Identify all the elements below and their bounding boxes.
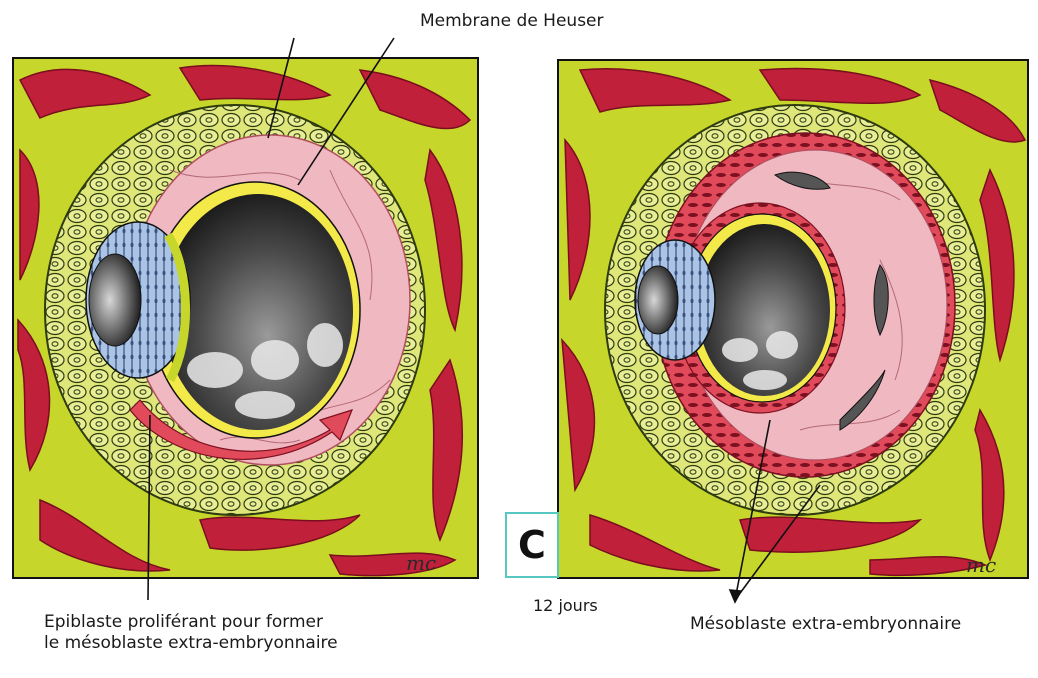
right-signature: mc bbox=[966, 553, 996, 577]
left-signature: mc bbox=[406, 551, 436, 575]
label-epiblast-line2: le mésoblaste extra-embryonnaire bbox=[44, 633, 338, 654]
label-epiblast-line1: Epiblaste proliférant pour former bbox=[44, 612, 338, 633]
label-mesoblast: Mésoblaste extra-embryonnaire bbox=[690, 614, 961, 635]
left-amniotic-cavity bbox=[89, 254, 141, 346]
panel-letter: C bbox=[505, 512, 559, 578]
left-panel: mc bbox=[13, 58, 478, 578]
label-days: 12 jours bbox=[533, 596, 598, 616]
label-membrane-heuser: Membrane de Heuser bbox=[420, 11, 604, 32]
right-amniotic-cavity bbox=[638, 266, 678, 334]
label-epiblast: Epiblaste proliférant pour former le més… bbox=[44, 612, 338, 655]
right-panel: mc bbox=[558, 60, 1028, 578]
